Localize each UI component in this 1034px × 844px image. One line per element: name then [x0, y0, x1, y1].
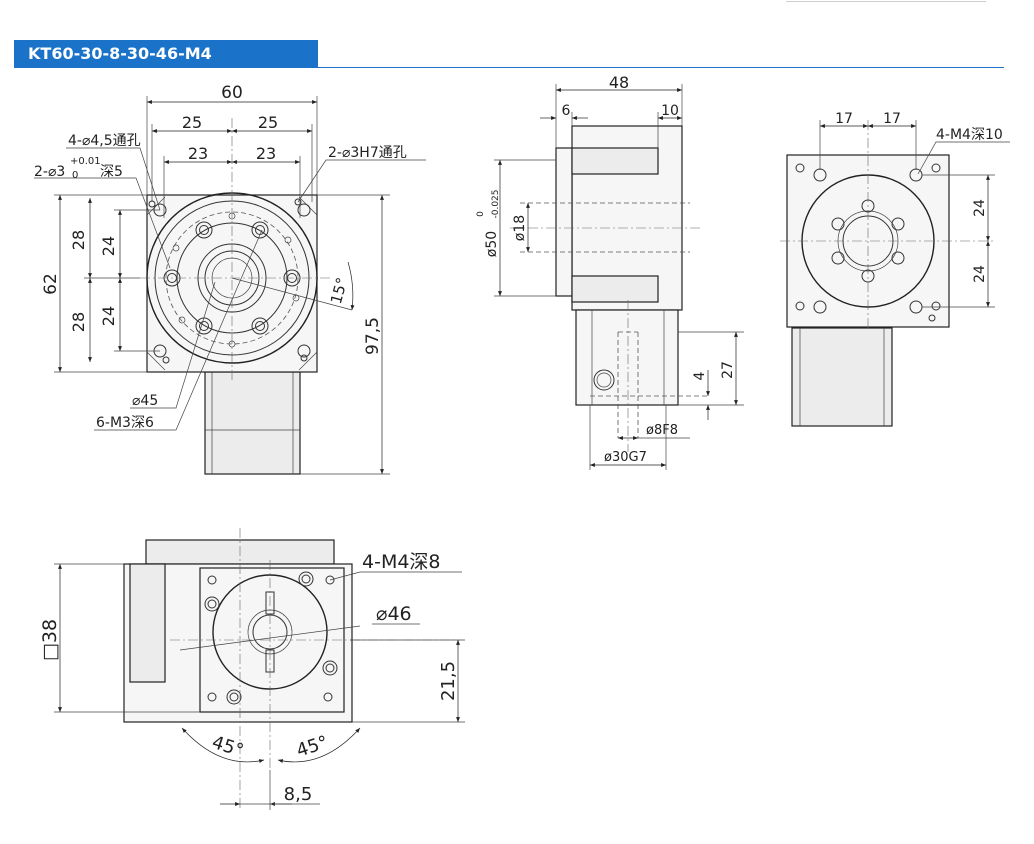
dim-side-spigot-tol-lower: -0.025: [491, 189, 501, 218]
note-bottom-tapped: 4-M4深8: [362, 551, 441, 573]
dim-height-total: 62: [41, 273, 61, 295]
dim-half-left: 25: [182, 113, 202, 132]
dim-right-lower-24: 24: [972, 265, 988, 283]
model-title: KT60-30-8-30-46-M4: [14, 40, 318, 67]
dim-side-shaft-len: 27: [720, 361, 736, 379]
leader-bottom-tapped: [329, 571, 462, 581]
leader-pin-hole: [34, 177, 171, 269]
note-pin-hole-depth: 深5: [100, 164, 123, 180]
note-right-tapped: 4-M4深10: [936, 127, 1003, 143]
note-pin-hole-prefix: 2-⌀3: [34, 164, 65, 180]
dim-bottom-square: □38: [39, 619, 61, 661]
dim-inner-right: 23: [256, 144, 276, 163]
dim-half-right: 25: [258, 113, 278, 132]
dim-right-right-17: 17: [883, 111, 901, 127]
front-motor-body: [204, 371, 301, 475]
note-pcd: ⌀45: [132, 393, 158, 409]
dim-side-left-step: 6: [562, 103, 571, 119]
right-view: 17 17 24 24 4-M4深10: [780, 111, 1010, 427]
right-motor-body: [791, 327, 893, 427]
dim-right-left-17: 17: [835, 111, 853, 127]
note-through-holes: 4-⌀4,5通孔: [68, 133, 141, 149]
dim-inner-left: 23: [188, 144, 208, 163]
leader-through-holes: [66, 147, 161, 211]
top-rule: [786, 1, 986, 2]
dim-bottom-shift: 8,5: [284, 784, 313, 805]
note-bottom-pcd: ⌀46: [376, 603, 412, 625]
dim-right-upper-24: 24: [972, 199, 988, 217]
dim-side-right-step: 10: [661, 103, 679, 119]
title-rule: [14, 67, 1004, 68]
dim-side-shaft-bore: ø8F8: [646, 423, 678, 438]
leader-tapped: [94, 229, 263, 431]
dim-left-lower: 28: [69, 312, 88, 332]
bottom-holes: [204, 571, 338, 705]
front-view: 60 25 25 23 23 62 28 28 24 24: [34, 83, 426, 475]
dim-side-bore: ø18: [512, 215, 528, 241]
note-pin-hole-tol-lower: 0: [72, 170, 78, 181]
dim-side-spigot-tol-upper: 0: [476, 211, 486, 217]
note-pin-hole-tol-upper: +0.01: [70, 156, 101, 167]
bottom-view: □38 21,5 8,5 45° 45° 4-M4深8 ⌀46: [39, 528, 465, 810]
dim-side-spigot: ø50: [484, 231, 500, 257]
dim-bottom-angle-right: 45°: [294, 732, 331, 762]
side-shaft: [575, 309, 679, 406]
leader-pcd: [130, 281, 216, 409]
side-view: 48 6 10 ø50 0 -0.025 ø18 27 4 ø8F8: [476, 73, 744, 470]
leader-right-tapped: [917, 141, 1010, 175]
dim-bottom-angle-left: 45°: [209, 732, 246, 762]
leader-h7-holes: [297, 159, 426, 203]
dim-bottom-offset: 21,5: [438, 661, 459, 701]
dim-inner-lower: 24: [99, 306, 118, 326]
dim-angle: 15°: [327, 276, 351, 306]
dim-width-total: 60: [221, 83, 243, 103]
dim-side-key: 4: [692, 371, 708, 380]
dim-length-total: 97,5: [363, 317, 383, 355]
note-tapped: 6-M3深6: [96, 415, 154, 431]
dim-inner-upper: 24: [99, 236, 118, 256]
dim-side-length: 48: [609, 73, 629, 92]
dim-side-shaft-spigot: ø30G7: [604, 450, 647, 465]
dim-left-upper: 28: [69, 230, 88, 250]
note-h7-holes: 2-⌀3H7通孔: [328, 145, 407, 161]
